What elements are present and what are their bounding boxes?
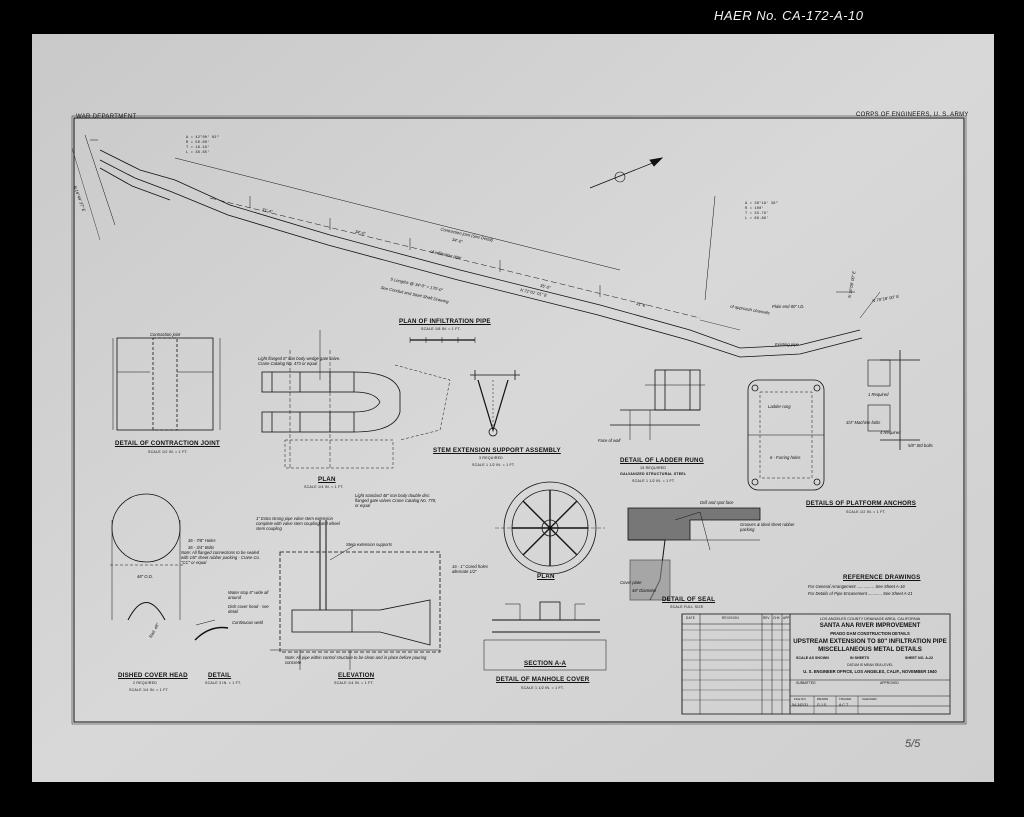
curve-data-1: Δ = 42°00' 02" R = 50.00' T = 19.19' L =… (186, 136, 219, 155)
contraction-joint-note: Contraction joint (150, 332, 181, 337)
contraction-joint-title: DETAIL OF CONTRACTION JOINT (115, 440, 220, 447)
dished-title: DISHED COVER HEAD (118, 672, 188, 679)
dish-cover-note: Dish cover head - see detail (228, 604, 269, 614)
ladder-holes-note: Ladder rung (768, 404, 791, 409)
approved-label: APPROVED (880, 681, 899, 685)
rev-header-revision: REVISION (722, 616, 739, 620)
rev-header-rev: REV (763, 616, 770, 620)
furring-holes-note: 6 - Furring holes (770, 455, 801, 460)
cored-holes-note: 16 - 1" Cored holes alternate 1/2" (452, 564, 488, 574)
stud-bolts-note: 5/8" Std bolts (908, 443, 933, 448)
face-of-wall-note: Face of wall (598, 438, 621, 443)
elevation-title: ELEVATION (338, 672, 375, 679)
traced-label: TRACED (839, 697, 852, 701)
plan-flange-note: Light flanged 8" iron body wedge gate va… (258, 356, 341, 366)
stem-supports-note: Stem extension supports (346, 542, 393, 547)
office-line: U. S. ENGINEER OFFICE, LOS ANGELES, CALI… (803, 669, 937, 674)
project-line: SANTA ANA RIVER IMPROVEMENT (819, 623, 921, 629)
checked-label: CHECKED (862, 697, 877, 701)
detail-scale: SCALE 3 IN. = 1 FT. (205, 681, 242, 685)
manhole-plan-title: PLAN (537, 573, 555, 580)
subproject-line: PRADO DAM CONSTRUCTION DETAILS (830, 631, 910, 636)
infiltration-plan-scale: SCALE 1/8 IN. = 1 FT. (421, 327, 461, 331)
drawn-label: DRAWN (817, 697, 829, 701)
rev-header-date: DATE (686, 616, 696, 620)
seal-diameter-note: 48" Diameter (632, 588, 657, 593)
bolts-note: 36 - 3/4" Bolts (188, 545, 215, 550)
ladder-scale: SCALE 1 1/2 IN. = 1 FT. (632, 479, 676, 483)
reference-line-1: For General Arrangement ............... … (808, 584, 905, 589)
reference-title: REFERENCE DRAWINGS (843, 574, 921, 581)
cover-plate-note: Cover plate (620, 580, 642, 585)
infiltration-plan-title: PLAN OF INFILTRATION PIPE (399, 318, 491, 325)
continuous-weld-note: Continuous weld (232, 620, 263, 625)
flanged-note: Note: All flanged connections to be seal… (181, 550, 260, 565)
title-line-2: MISCELLANEOUS METAL DETAILS (818, 646, 922, 653)
haer-number: HAER No. CA-172-A-10 (714, 8, 864, 23)
manhole-scale: SCALE 1 1/2 IN. = 1 FT. (521, 686, 565, 690)
drawing-sheet (32, 34, 994, 782)
dished-scale: SCALE 1/4 IN. = 1 FT. (129, 688, 169, 692)
sheets-label: IN SHEETS (850, 656, 869, 660)
submitted-label: SUBMITTED (796, 681, 816, 685)
agency-line: LOS ANGELES COUNTY DRAINAGE AREA, CALIFO… (819, 617, 921, 621)
holes-note: 36 - 7/8" Holes (188, 538, 216, 543)
ladder-material: GALVANIZED STRUCTURAL STEEL (620, 472, 687, 476)
curve-data-2: Δ = 38°18' 36" R = 100' T = 33.79' L = 6… (745, 202, 778, 221)
light-standard-note: Light standard 48" iron body double disc… (355, 493, 437, 508)
platform-scale: SCALE 1/2 IN. = 1 FT. (846, 510, 886, 514)
detail-title: DETAIL (208, 672, 232, 679)
war-department-label: WAR DEPARTMENT (76, 114, 137, 120)
drill-spot-face-note: Drill and spot face (700, 500, 734, 505)
drawn-value: G.J.S. (817, 703, 827, 707)
machine-bolts-note: 3/4" Machine bolts (846, 420, 881, 425)
stem-scale: SCALE 1 1/2 IN. = 1 FT. (472, 463, 516, 467)
dished-required: 2 REQUIRED (133, 681, 157, 685)
file-no-value: 54-342/31 (792, 703, 809, 707)
elevation-scale: SCALE 1/4 IN. = 1 FT. (334, 681, 374, 685)
page-mark: 5/5 (905, 738, 921, 750)
scale-label: SCALE AS SHOWN (796, 656, 829, 660)
diameter-note: 48" O.D. (137, 574, 153, 579)
extra-strong-note: 1" Extra strong pipe valve stem extensio… (256, 516, 340, 531)
reference-line-2: For Details of Pipe Encasement .........… (808, 591, 913, 596)
stem-required: 3 REQUIRED (479, 456, 503, 460)
traced-value: A.C.T. (839, 703, 849, 707)
file-no-label: FILE NO. (794, 697, 807, 701)
ladder-title: DETAIL OF LADDER RUNG (620, 457, 704, 464)
required-4-note: 4 Required (880, 430, 901, 435)
sheet-linework (32, 34, 994, 782)
title-line-1: UPSTREAM EXTENSION TO 80" INFILTRATION P… (793, 638, 947, 645)
plan-scale: SCALE 1/4 IN. = 1 FT. (304, 485, 344, 489)
ladder-required: 15 REQUIRED (640, 466, 667, 470)
required-1-note: 1 Required (868, 392, 889, 397)
seal-title: DETAIL OF SEAL (662, 596, 716, 603)
rev-header-app: APP (783, 616, 790, 620)
rev-header-chk: CHK (773, 616, 780, 620)
grooves-note: Grooves & ideal sheet rubber packing (740, 522, 795, 532)
plan-title: PLAN (318, 476, 336, 483)
sheet-number: SHEET NO. A-22 (905, 656, 934, 660)
existing-pipe-note: Existing pipe (775, 342, 799, 347)
corps-of-engineers-label: CORPS OF ENGINEERS, U. S. ARMY (856, 112, 969, 118)
platform-title: DETAILS OF PLATFORM ANCHORS (806, 500, 917, 507)
manhole-title: DETAIL OF MANHOLE COVER (496, 676, 590, 683)
datum-line: DATUM IS MEAN SEA LEVEL (847, 663, 893, 667)
pipe-note: Note: All pipe within control structure … (285, 655, 427, 665)
contraction-joint-scale: SCALE 1/2 IN. = 1 FT. (148, 450, 188, 454)
section-title: SECTION A-A (524, 660, 567, 667)
water-stop-note: Water stop 8" wide all around (228, 590, 269, 600)
seal-scale: SCALE FULL SIZE (670, 605, 704, 609)
plain-end-note: Plain end 80" I.D. (772, 304, 805, 309)
stem-title: STEM EXTENSION SUPPORT ASSEMBLY (433, 447, 561, 454)
